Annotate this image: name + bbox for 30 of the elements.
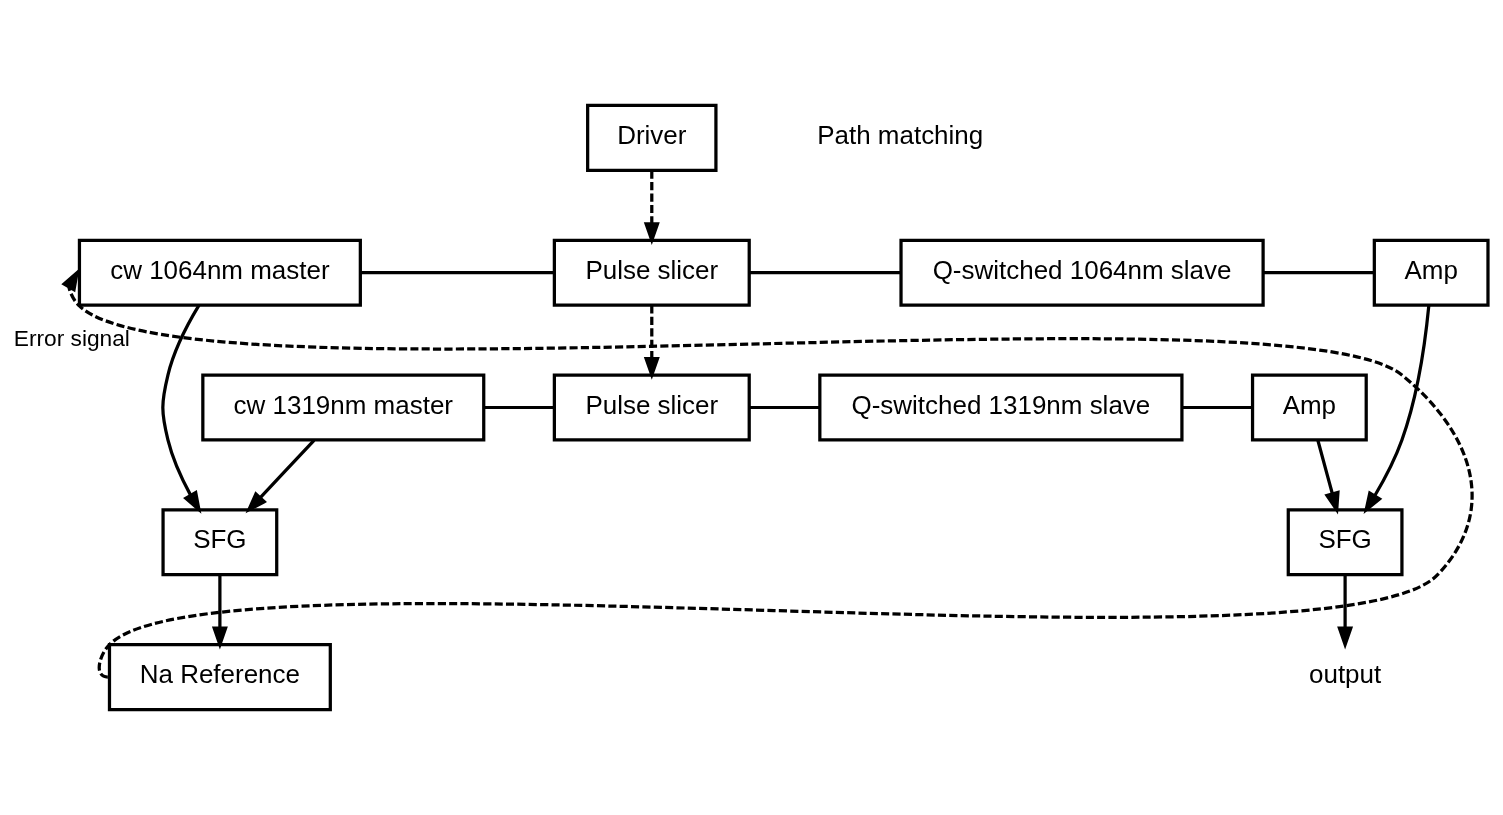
connector (749, 271, 901, 275)
arrow (643, 305, 660, 380)
node-box: cw 1319nm master (201, 373, 486, 442)
arrow (245, 439, 316, 514)
connector (1263, 271, 1375, 275)
node-text: output (1309, 659, 1382, 690)
arrow (1337, 575, 1354, 650)
node-box: Q-switched 1319nm slave (818, 373, 1184, 442)
node-box: Q-switched 1064nm slave (899, 238, 1265, 307)
arrow (1316, 439, 1340, 515)
node-box: SFG (1286, 508, 1404, 577)
node-box: Na Reference (107, 642, 332, 712)
label: Path matching (817, 120, 984, 151)
node-box: Pulse slicer (552, 238, 751, 307)
node-box: SFG (161, 508, 279, 577)
node-box: Amp (1250, 373, 1368, 442)
edge-label: Error signal (13, 325, 130, 352)
node-box: Amp (1372, 238, 1490, 307)
connector (360, 271, 554, 275)
node-box: Pulse slicer (552, 373, 751, 442)
arrow (1363, 305, 1431, 514)
connector (1182, 405, 1253, 410)
arrow (643, 170, 660, 246)
connector (749, 405, 820, 410)
connector (484, 405, 555, 410)
node-box: cw 1064nm master (77, 238, 362, 307)
arrow (211, 575, 228, 650)
node-box: Driver (586, 103, 718, 173)
arrow (61, 268, 1474, 678)
arrow (161, 304, 202, 514)
